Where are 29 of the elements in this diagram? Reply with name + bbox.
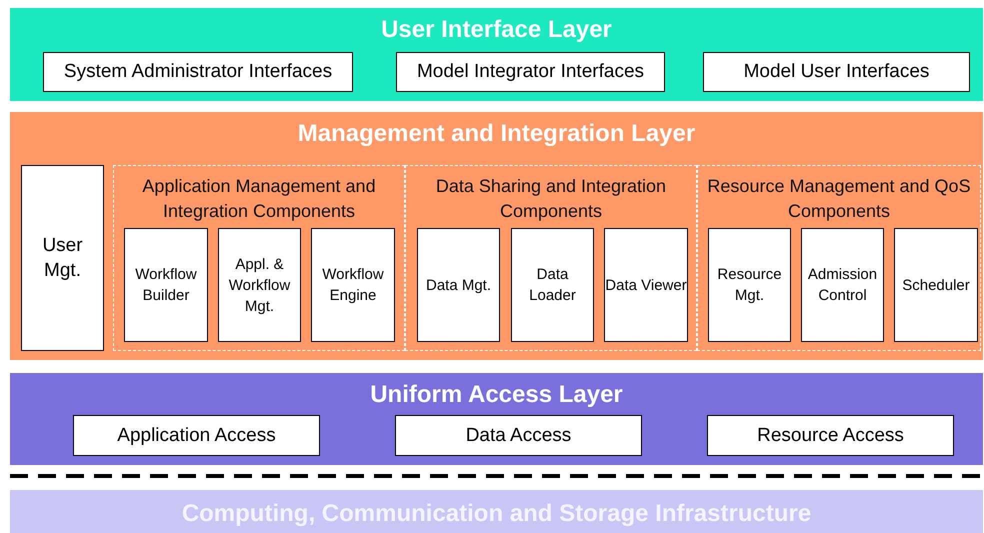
component-box: Appl. & Workflow Mgt.: [218, 228, 301, 342]
layer-title: Uniform Access Layer: [369, 383, 624, 407]
interface-box: Model Integrator Interfaces: [396, 52, 665, 92]
interface-box: Model User Interfaces: [703, 52, 970, 92]
layer-title: Management and Integration Layer: [296, 122, 696, 146]
component-group: [405, 165, 697, 351]
component-box: Data Viewer: [604, 228, 688, 342]
group-title: Data Sharing and Integration Components: [434, 175, 668, 223]
layer-band: [10, 373, 983, 465]
component-group: [113, 165, 405, 351]
component-box: Data Mgt.: [417, 228, 500, 342]
interface-box: Resource Access: [707, 415, 954, 456]
interface-box: System Administrator Interfaces: [43, 52, 353, 92]
component-box: Scheduler: [894, 228, 978, 342]
component-box: Data Loader: [511, 228, 594, 342]
component-box: Admission Control: [801, 228, 884, 342]
component-box: Workflow Builder: [124, 228, 208, 342]
group-title: Application Management and Integration Components: [141, 175, 377, 223]
component-box: Workflow Engine: [311, 228, 395, 342]
group-title: Resource Management and QoS Components: [706, 175, 972, 223]
layer-band: [10, 490, 983, 533]
layer-title: User Interface Layer: [380, 18, 613, 42]
interface-box: Application Access: [73, 415, 320, 456]
layer-band: [10, 112, 983, 360]
layer-band: [10, 8, 983, 101]
interface-box: Data Access: [395, 415, 642, 456]
component-box: User Mgt.: [21, 165, 104, 351]
component-box: Resource Mgt.: [708, 228, 791, 342]
component-group: [697, 165, 981, 351]
